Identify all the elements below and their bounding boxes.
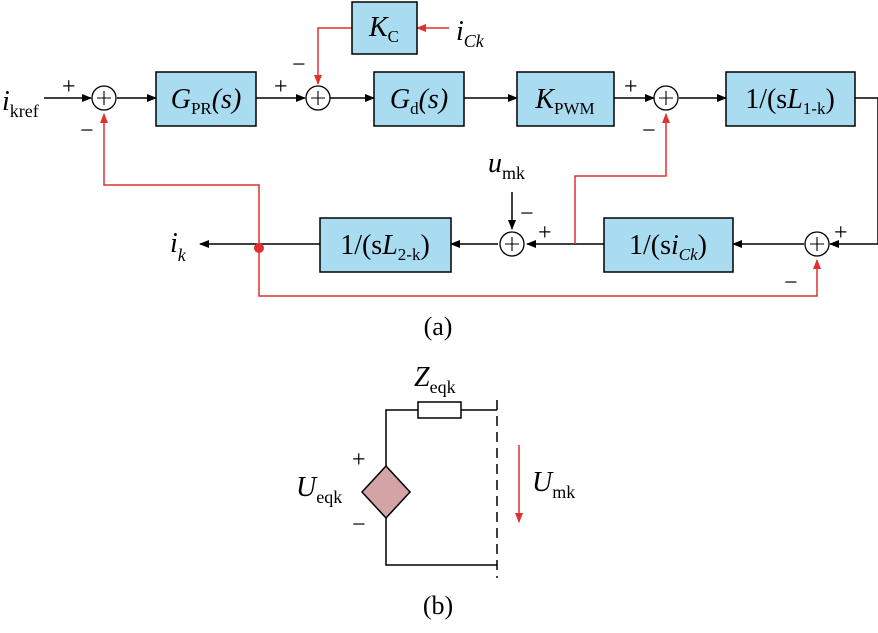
signal-umk: umk bbox=[488, 148, 525, 183]
block-kc-label: KC bbox=[368, 12, 399, 46]
sum-junction-4 bbox=[804, 231, 830, 257]
block-l1-label: 1/(sL1-k) bbox=[745, 84, 835, 118]
sign-plus-sum4: + bbox=[834, 220, 848, 246]
block-l2-label: 1/(sL2-k) bbox=[340, 230, 430, 264]
label-ueq: Ueqk bbox=[296, 472, 342, 507]
sign-minus-sum3: − bbox=[642, 118, 656, 144]
block-gpr-label: GPR(s) bbox=[171, 84, 242, 118]
sign-plus-sum3: + bbox=[624, 74, 638, 100]
block-l2: 1/(sL2-k) bbox=[319, 217, 452, 273]
block-kpwm: KPWM bbox=[516, 71, 615, 127]
branch-point bbox=[254, 243, 264, 253]
sign-minus-sum1: − bbox=[80, 118, 94, 144]
signal-ick: iCk bbox=[456, 16, 485, 51]
sign-plus-source: + bbox=[352, 447, 366, 473]
dependent-source-ueq bbox=[360, 464, 412, 520]
block-diagram: GPR(s) KC Gd(s) KPWM 1/(sL1-k) 1/(siCk) … bbox=[2, 1, 878, 341]
feedback-uc-sum3 bbox=[574, 113, 670, 244]
signal-ikref: ikref bbox=[2, 86, 39, 121]
feedback-kc-sum2 bbox=[314, 27, 352, 85]
feedback-ik-sum4 bbox=[258, 248, 821, 297]
block-l1: 1/(sL1-k) bbox=[725, 71, 856, 127]
sign-minus-source: − bbox=[352, 512, 366, 538]
feedback-ik-sum1 bbox=[100, 113, 260, 244]
block-gpr: GPR(s) bbox=[155, 71, 257, 127]
caption-b: (b) bbox=[423, 591, 453, 620]
signal-ik: ik bbox=[170, 228, 187, 265]
sign-plus-sum2: + bbox=[274, 74, 288, 100]
impedance-zeq bbox=[417, 401, 462, 419]
sign-plus-sum1: + bbox=[62, 74, 76, 100]
sum-junction-1 bbox=[91, 85, 117, 111]
block-kc: KC bbox=[351, 1, 418, 55]
block-c: 1/(siCk) bbox=[603, 217, 734, 273]
sign-minus-sum4: − bbox=[784, 270, 798, 296]
label-umk: Umk bbox=[532, 467, 575, 502]
sum-junction-5 bbox=[499, 231, 525, 257]
equivalent-circuit: Zeqk Ueqk Umk + − (b) bbox=[296, 362, 575, 620]
block-c-label: 1/(siCk) bbox=[629, 230, 707, 264]
wire-bottom bbox=[385, 518, 497, 566]
label-zeq: Zeqk bbox=[414, 362, 456, 397]
sum-junction-3 bbox=[653, 85, 679, 111]
sign-plus-sum5: + bbox=[538, 220, 552, 246]
caption-a: (a) bbox=[424, 312, 453, 341]
sign-minus-sum2: − bbox=[292, 52, 306, 78]
block-kpwm-label: KPWM bbox=[534, 84, 594, 118]
sign-minus-sum5: − bbox=[520, 201, 534, 227]
sum-junction-2 bbox=[305, 85, 331, 111]
block-gd-label: Gd(s) bbox=[390, 84, 448, 118]
block-gd: Gd(s) bbox=[373, 71, 465, 127]
wire-l1-sum4 bbox=[829, 97, 878, 248]
wire-top-left bbox=[385, 409, 418, 466]
